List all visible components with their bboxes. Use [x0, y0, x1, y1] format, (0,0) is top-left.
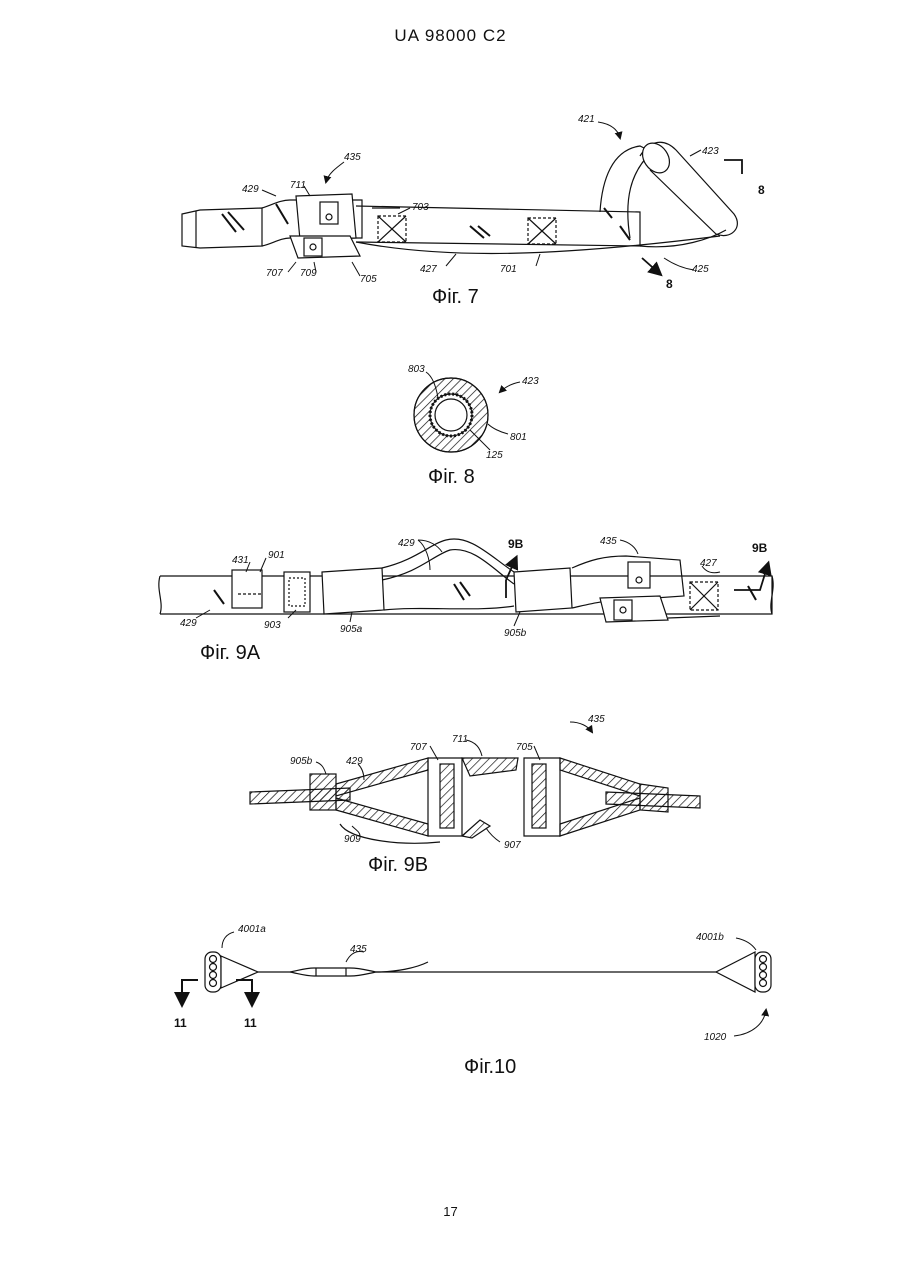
fig9a-label: 9В	[752, 541, 768, 555]
fig9b-label: 907	[504, 840, 521, 851]
fig8-label: 125	[486, 450, 503, 461]
fig9b-label: 435	[588, 714, 605, 725]
fig9a-label: 9В	[508, 537, 524, 551]
fig10-label: 4001b	[696, 932, 724, 943]
page-number: 17	[0, 1204, 901, 1219]
fig9b-label: 705	[516, 742, 533, 753]
fig9b-label: 905b	[290, 756, 313, 767]
fig7-caption: Фіг. 7	[432, 286, 479, 308]
fig7-label: 707	[266, 268, 283, 279]
fig7-label: 421	[578, 114, 595, 125]
figure-9a-drawing	[159, 539, 773, 622]
fig9a-label: 905a	[340, 624, 363, 635]
fig9a-label: 905b	[504, 628, 527, 639]
fig9a-label: 901	[268, 550, 285, 561]
figure-10-drawing	[205, 952, 771, 992]
fig9b-label: 429	[346, 756, 363, 767]
fig10-label: 1020	[704, 1032, 727, 1043]
fig10-label: 4001a	[238, 924, 266, 935]
fig10-label: 11	[244, 1016, 257, 1030]
fig7-label: 427	[420, 264, 437, 275]
figure-10-labels: 4001a 435 4001b 11 11 1020 Фіг.10	[174, 924, 727, 1078]
fig8-label: 423	[522, 376, 539, 387]
fig10-label: 11	[174, 1016, 187, 1030]
fig7-label: 425	[692, 264, 709, 275]
fig9a-label: 429	[180, 618, 197, 629]
figure-9b-drawing	[250, 758, 700, 843]
fig9b-label: 711	[452, 734, 468, 745]
fig7-label: 435	[344, 152, 361, 163]
fig7-label: 429	[242, 184, 259, 195]
fig9a-label: 427	[700, 558, 717, 569]
fig10-caption: Фіг.10	[464, 1056, 516, 1078]
fig7-label: 701	[500, 264, 517, 275]
fig9a-label: 435	[600, 536, 617, 547]
fig9b-label: 909	[344, 834, 361, 845]
fig7-label: 705	[360, 274, 377, 285]
fig8-caption: Фіг. 8	[428, 466, 475, 488]
fig7-label: 8	[758, 183, 765, 197]
figure-8-drawing	[414, 378, 488, 452]
fig9a-label: 429	[398, 538, 415, 549]
fig9a-caption: Фіг. 9А	[200, 642, 261, 664]
figure-10-reference-marks	[182, 932, 766, 1036]
fig8-label: 803	[408, 364, 425, 375]
fig7-label: 711	[290, 180, 306, 191]
fig9a-label: 903	[264, 620, 281, 631]
fig10-label: 435	[350, 944, 367, 955]
fig7-label: 8	[666, 277, 673, 291]
fig9b-label: 707	[410, 742, 427, 753]
fig8-label: 801	[510, 432, 527, 443]
fig7-label: 423	[702, 146, 719, 157]
fig9b-caption: Фіг. 9В	[368, 854, 428, 876]
figure-9a-labels: 429 9В 435 9В 431 901 427 429 903 905a 9…	[180, 536, 768, 664]
figure-7-drawing	[182, 138, 737, 258]
fig7-label: 703	[412, 202, 429, 213]
fig7-label: 709	[300, 268, 317, 279]
fig9a-label: 431	[232, 555, 249, 566]
